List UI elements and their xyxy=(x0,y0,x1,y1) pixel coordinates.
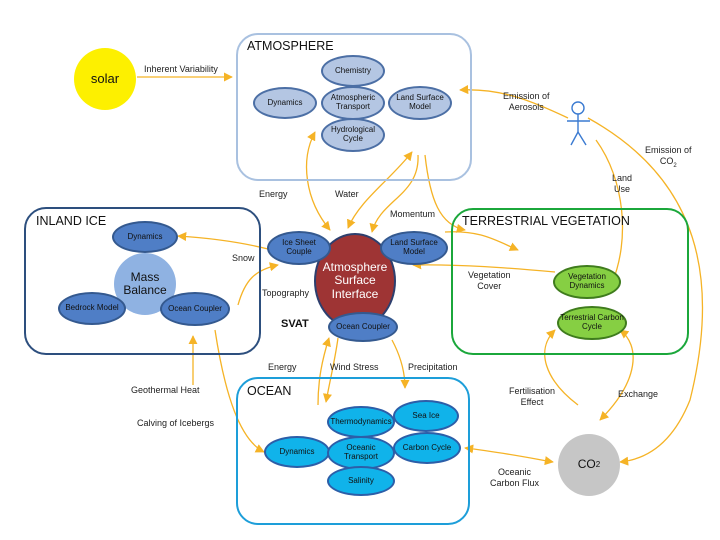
inland-ice-title: INLAND ICE xyxy=(36,214,107,228)
atmosphere-land-surface-node: Land Surface Model xyxy=(388,86,452,120)
salinity-node: Salinity xyxy=(327,466,395,496)
inland-ice-box xyxy=(24,207,261,355)
energy-top-label: Energy xyxy=(259,189,288,199)
co2-subscript: 2 xyxy=(595,459,601,469)
oceanic-carbon-flux-label: Oceanic Carbon Flux xyxy=(490,467,539,489)
arrow-calving xyxy=(214,329,265,453)
emission-co2-text: CO xyxy=(659,155,674,166)
arrow-topography xyxy=(237,262,279,306)
arrow-emission-aerosols xyxy=(459,85,569,119)
land-use-label: Land Use xyxy=(612,173,632,195)
emission-co2-label: Emission of CO2 xyxy=(645,145,692,170)
emission-aerosols-line2: Aerosols xyxy=(508,101,544,112)
exchange-label: Exchange xyxy=(618,389,659,399)
thermodynamics-node: Thermodynamics xyxy=(327,406,395,438)
arrow-vegetation-cover xyxy=(412,260,556,273)
energy-bottom-label: Energy xyxy=(268,362,297,372)
atmosphere-dynamics-node: Dynamics xyxy=(253,87,317,119)
arrow-fertilisation xyxy=(544,329,579,406)
atmosphere-title: ATMOSPHERE xyxy=(247,39,334,53)
vegetation-cover-label: Vegetation Cover xyxy=(468,270,511,292)
land-use-line1: Land xyxy=(612,173,633,183)
fertilisation-line1: Fertilisation xyxy=(509,386,556,396)
ice-ocean-coupler-node: Ocean Coupler xyxy=(160,292,230,326)
vegetation-cover-line2: Cover xyxy=(477,280,502,291)
fertilisation-line2: Effect xyxy=(520,396,544,407)
vegetation-cover-line1: Vegetation xyxy=(468,270,511,280)
sea-ice-node: Sea Ice xyxy=(393,400,459,432)
fertilisation-effect-label: Fertilisation Effect xyxy=(509,386,555,408)
human-figure-icon xyxy=(567,101,590,146)
solar-node: solar xyxy=(74,48,136,110)
arrow-water xyxy=(347,151,413,229)
arrow-emission-co2 xyxy=(587,117,704,466)
precipitation-label: Precipitation xyxy=(408,362,458,372)
ocean-carbon-cycle-node: Carbon Cycle xyxy=(393,432,461,464)
ice-dynamics-node: Dynamics xyxy=(112,221,178,253)
topography-label: Topography xyxy=(262,288,310,298)
oceanic-transport-node: Oceanic Transport xyxy=(327,436,395,470)
svat-label: SVAT xyxy=(281,318,309,330)
arrow-energy-bottom xyxy=(317,337,331,406)
arrow-wind-stress xyxy=(322,337,339,403)
arrow-precipitation xyxy=(391,339,410,389)
emission-aerosols-label: Emission of Aerosols xyxy=(503,91,550,113)
water-label: Water xyxy=(335,189,359,199)
emission-aerosols-line1: Emission of xyxy=(503,91,550,101)
inherent-variability-label: Inherent Variability xyxy=(144,64,218,74)
oceanic-flux-line2: Carbon Flux xyxy=(490,477,540,488)
emission-co2-subscript: 2 xyxy=(673,162,677,169)
ocean-box xyxy=(236,377,470,525)
svat-land-surface-node: Land Surface Model xyxy=(380,231,448,265)
oceanic-flux-line1: Oceanic xyxy=(498,467,532,477)
arrow-momentum-left xyxy=(369,154,419,233)
svat-ocean-coupler-node: Ocean Coupler xyxy=(328,312,398,342)
arrow-momentum-veg xyxy=(444,231,519,251)
co2-text: CO xyxy=(577,457,596,472)
atmospheric-transport-node: Atmospheric Transport xyxy=(321,86,385,120)
ice-sheet-couple-node: Ice Sheet Couple xyxy=(267,231,331,265)
emission-co2-line2: CO2 xyxy=(645,156,692,170)
chemistry-node: Chemistry xyxy=(321,55,385,87)
calving-of-icebergs-label: Calving of Icebergs xyxy=(137,418,215,428)
terrestrial-vegetation-box xyxy=(451,208,689,355)
vegetation-dynamics-node: Vegetation Dynamics xyxy=(553,265,621,299)
arrow-land-use xyxy=(595,139,624,284)
momentum-label: Momentum xyxy=(390,209,436,219)
hydrological-cycle-node: Hydrological Cycle xyxy=(321,118,385,152)
snow-label: Snow xyxy=(232,253,255,263)
ocean-title: OCEAN xyxy=(247,384,292,398)
bedrock-model-node: Bedrock Model xyxy=(58,292,126,325)
land-use-line2: Use xyxy=(614,183,631,194)
terrestrial-vegetation-title: TERRESTRIAL VEGETATION xyxy=(462,214,630,228)
ocean-dynamics-node: Dynamics xyxy=(264,436,330,468)
emission-co2-line1: Emission of xyxy=(645,145,692,155)
wind-stress-label: Wind Stress xyxy=(330,362,379,372)
arrow-oceanic-carbon-flux xyxy=(464,444,554,466)
terrestrial-carbon-cycle-node: Terrestrial Carbon Cycle xyxy=(557,306,627,340)
atmosphere-box xyxy=(236,33,472,181)
arrow-exchange xyxy=(599,329,634,421)
geothermal-heat-label: Geothermal Heat xyxy=(131,385,200,395)
